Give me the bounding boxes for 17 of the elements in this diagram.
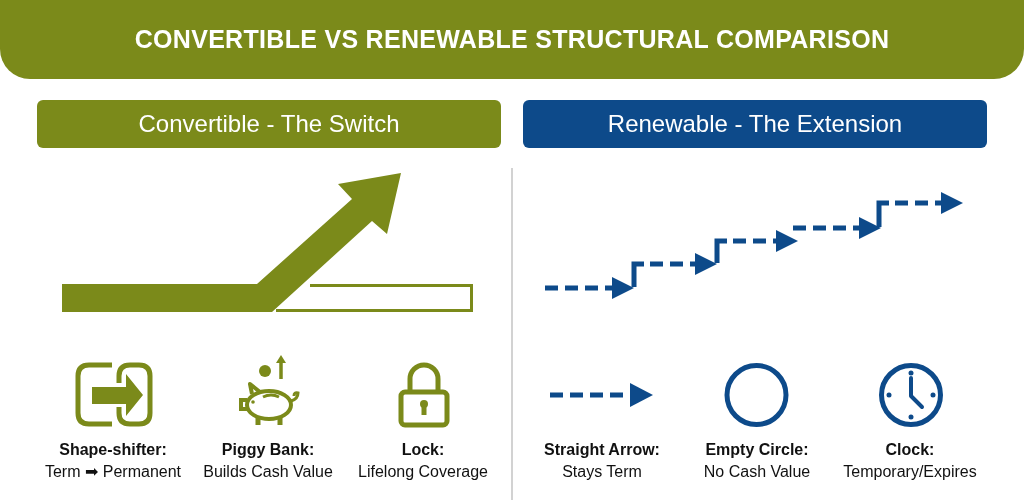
caption-heading: Clock: — [885, 440, 935, 460]
caption-heading: Empty Circle: — [705, 440, 809, 460]
caption-heading: Shape-shifter: — [59, 440, 167, 460]
caption-text: Stays Term — [562, 462, 642, 482]
caption-heading: Piggy Bank: — [221, 440, 315, 460]
header-band — [37, 100, 501, 148]
header-band — [523, 100, 987, 148]
header-title: Renewable - The Extension — [607, 110, 903, 138]
title-banner: CONVERTIBLE VS RENEWABLE STRUCTURAL COMPARISON — [0, 0, 1024, 79]
caption-text: No Cash Value — [703, 462, 811, 482]
caption-heading: Lock: — [401, 440, 445, 460]
caption-text: Lifelong Coverage — [358, 462, 488, 482]
header-title: Convertible - The Switch — [138, 110, 400, 138]
caption-text: Term ➡ Permanent — [44, 462, 182, 482]
caption-text: Temporary/Expires — [843, 462, 977, 482]
caption-text: Builds Cash Value — [203, 462, 333, 482]
caption-heading: Straight Arrow: — [544, 440, 660, 460]
